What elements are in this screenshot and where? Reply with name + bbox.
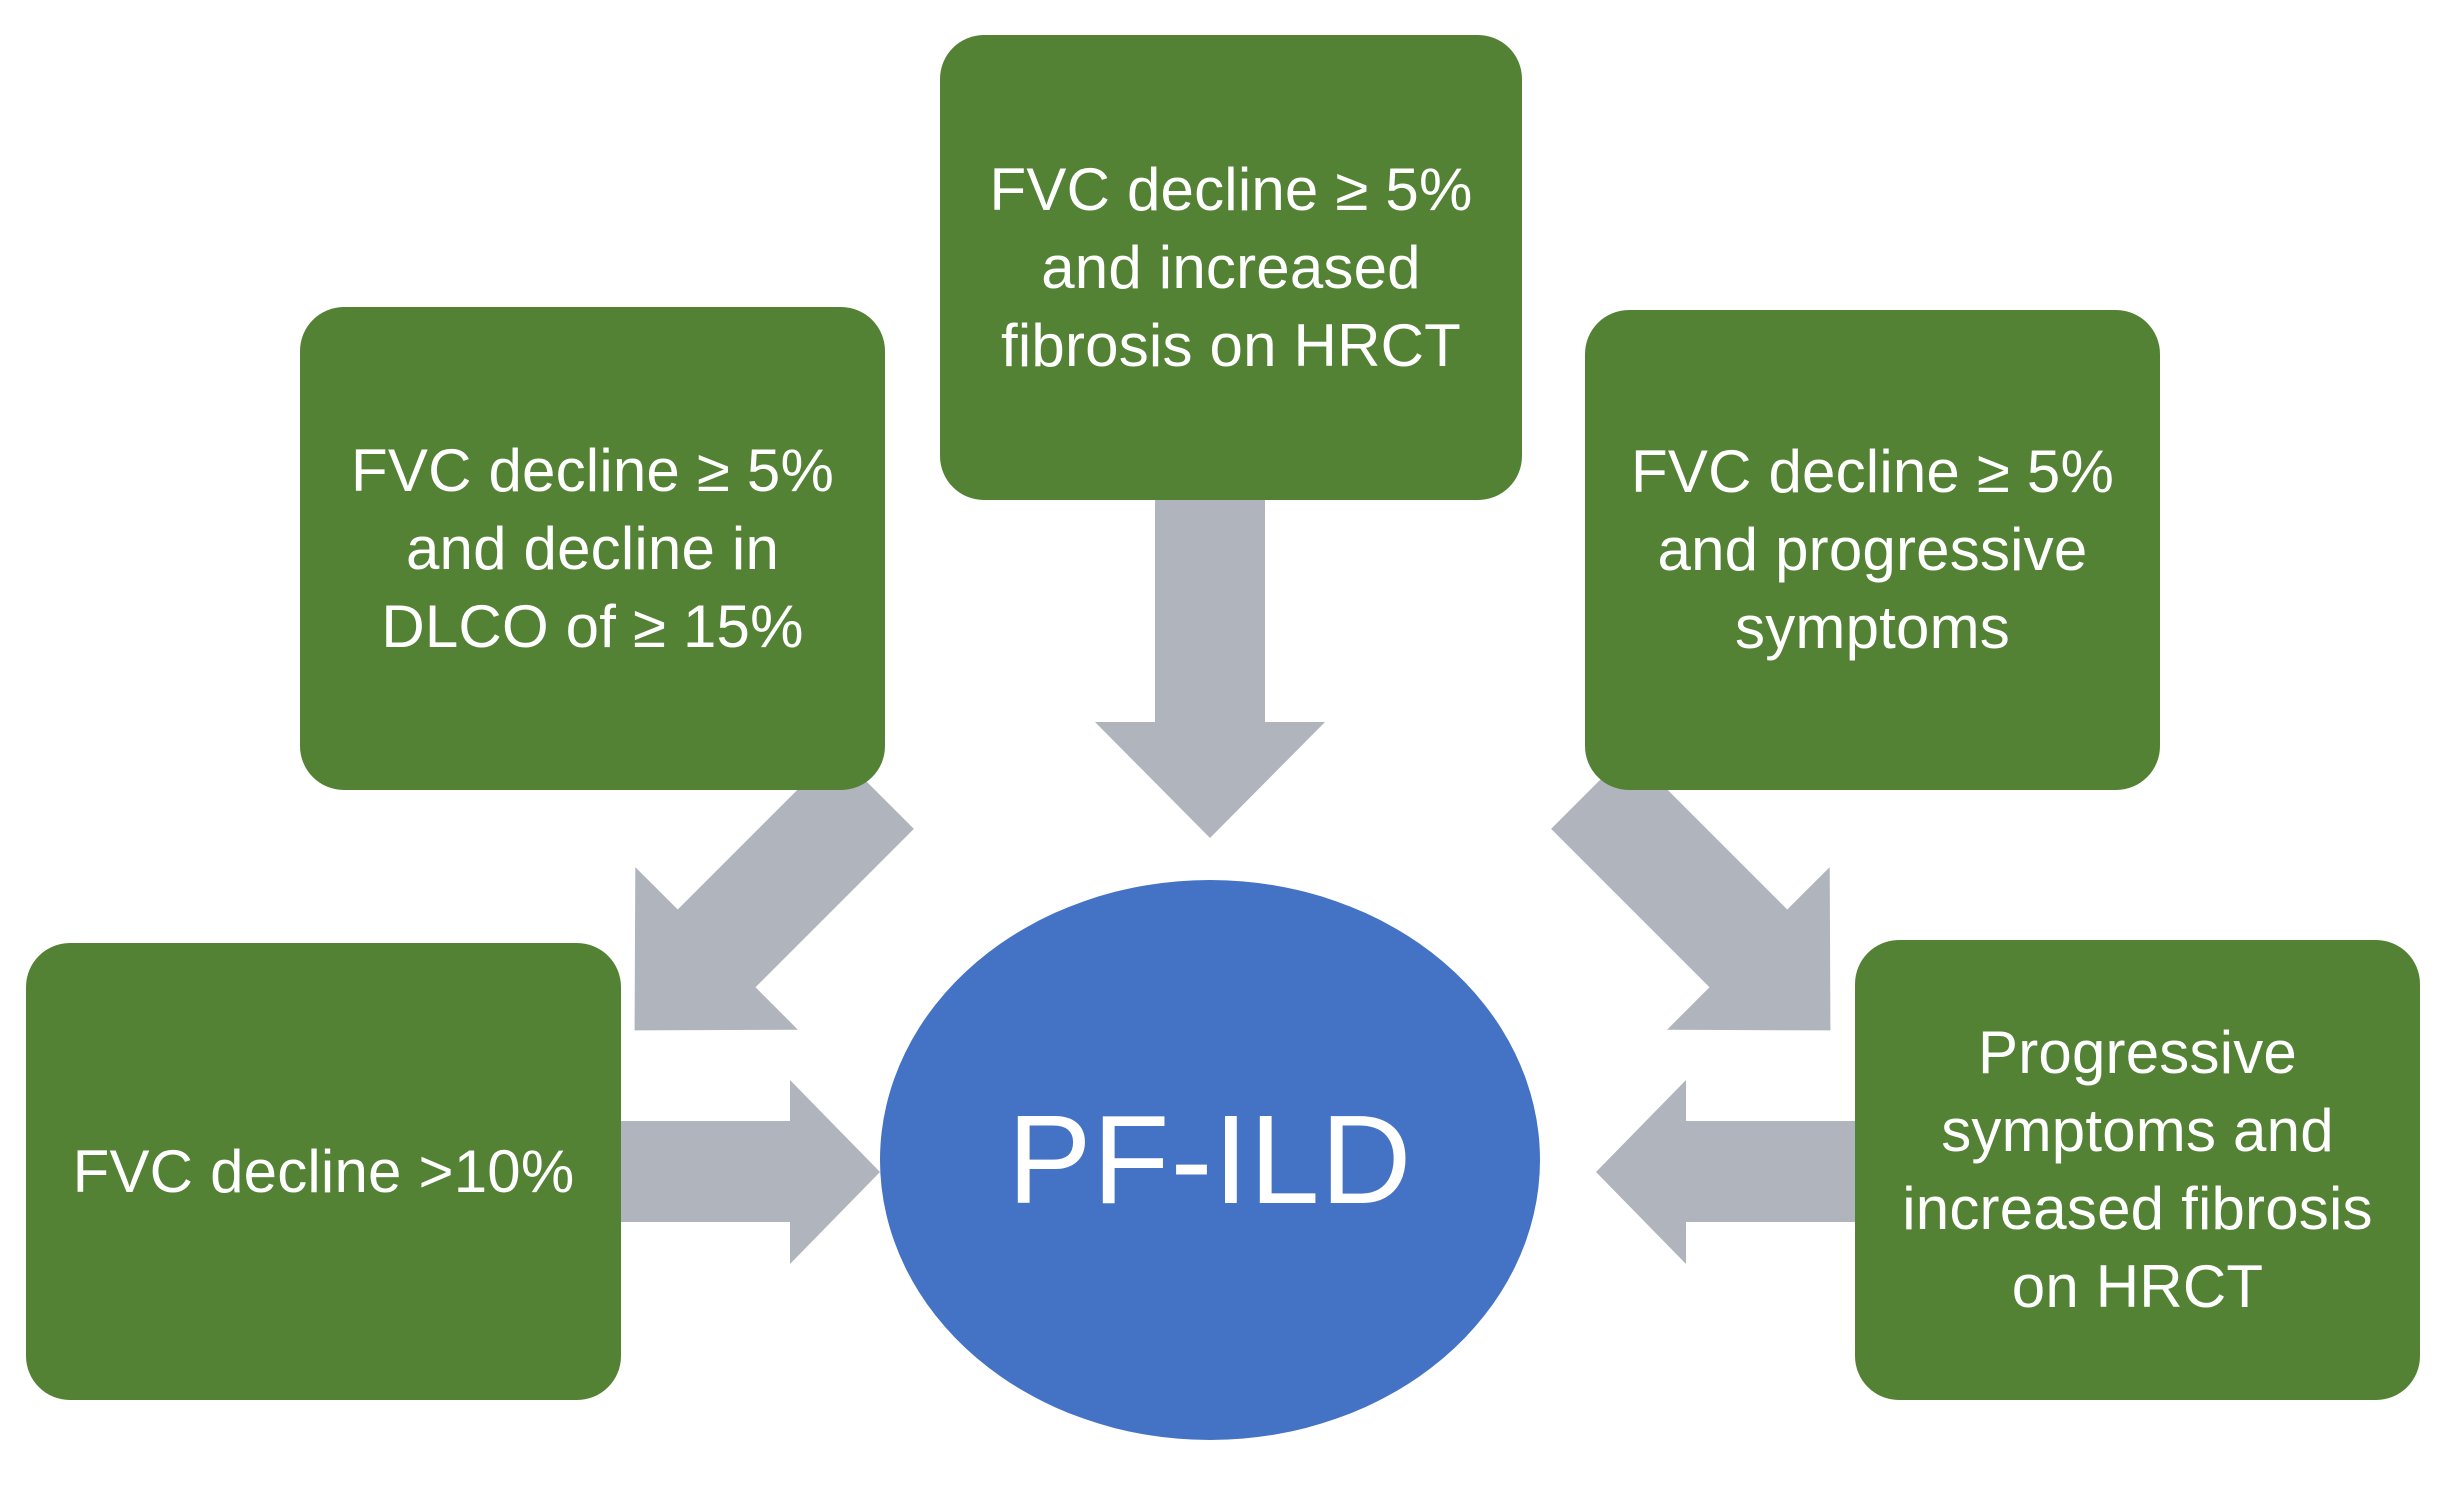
arrow-diagonal-down-right-from-top-left	[634, 751, 914, 1031]
arrow-right-from-bottom-left	[620, 1080, 880, 1264]
criteria-box-top-left-label: FVC decline ≥ 5% and decline in DLCO of …	[351, 436, 834, 660]
criteria-box-bottom-left[interactable]: FVC decline >10%	[26, 943, 621, 1400]
criteria-box-top-right[interactable]: FVC decline ≥ 5% and progressive symptom…	[1585, 310, 2160, 790]
criteria-box-top-left[interactable]: FVC decline ≥ 5% and decline in DLCO of …	[300, 307, 885, 790]
criteria-box-bottom-right-label: Progressive symptoms and increased fibro…	[1902, 1019, 2373, 1320]
criteria-box-bottom-left-label: FVC decline >10%	[72, 1137, 575, 1205]
criteria-box-top-center[interactable]: FVC decline ≥ 5% and increased fibrosis …	[940, 35, 1522, 500]
center-node-pf-ild[interactable]: PF-ILD	[880, 880, 1540, 1440]
criteria-box-bottom-right[interactable]: Progressive symptoms and increased fibro…	[1855, 940, 2420, 1400]
arrow-down-from-top-center	[1095, 498, 1325, 838]
criteria-box-top-right-label: FVC decline ≥ 5% and progressive symptom…	[1631, 438, 2114, 661]
arrow-diagonal-down-left-from-top-right	[1551, 751, 1831, 1031]
arrow-left-from-bottom-right	[1596, 1080, 1856, 1264]
criteria-box-top-center-label: FVC decline ≥ 5% and increased fibrosis …	[989, 155, 1473, 379]
center-node-label: PF-ILD	[1007, 1089, 1413, 1230]
